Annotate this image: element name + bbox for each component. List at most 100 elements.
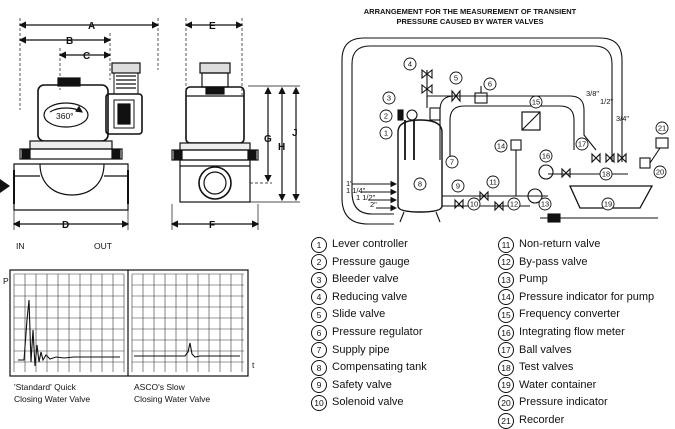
legend-label: Slide valve [332, 308, 386, 321]
legend-number: 17 [498, 342, 514, 359]
dimension-c: C [83, 51, 90, 62]
legend-number: 9 [311, 377, 327, 394]
pressure-graphs [9, 269, 249, 377]
callout-circle [486, 175, 500, 189]
legend-number: 6 [311, 324, 327, 341]
legend-number: 12 [498, 254, 514, 271]
tube-size-1-2: 1/2" [600, 97, 613, 106]
right-caption-line-1: ASCO's Slow [134, 382, 186, 392]
legend-label: Frequency converter [519, 308, 620, 321]
pipe-size-2: 2" [370, 200, 377, 209]
legend-number: 2 [311, 254, 327, 271]
callout-circle [599, 167, 613, 181]
p-axis-label: P [3, 276, 9, 286]
callout-circle [494, 139, 508, 153]
legend-item: 15 Frequency converter [498, 306, 620, 323]
legend-item: 12 By-pass valve [498, 254, 587, 271]
callout-number: 3 [387, 94, 391, 103]
pipe-size-1-1-2: 1 1/2" [356, 193, 376, 202]
callout-number: 16 [542, 152, 550, 161]
callout-circle [382, 91, 396, 105]
legend-label: Recorder [519, 414, 565, 426]
callout-number: 19 [604, 200, 612, 209]
legend-item: 3 Bleeder valve [311, 271, 399, 288]
legend-number: 18 [498, 359, 514, 376]
arrangement-title-line-1: ARRANGEMENT FOR THE MEASUREMENT OF TRANS… [364, 7, 577, 16]
dimension-g: G [264, 134, 272, 145]
legend-label: Pressure gauge [332, 255, 410, 268]
legend-label: Ball valves [519, 343, 572, 356]
callout-number: 18 [602, 170, 610, 179]
dimension-d: D [62, 220, 69, 231]
callout-circle [379, 126, 393, 140]
legend-item: 6 Pressure regulator [311, 324, 423, 341]
dimension-h: H [278, 142, 285, 153]
legend-label: Solenoid valve [332, 396, 404, 409]
callout-circle [539, 149, 553, 163]
callout-circle [575, 137, 589, 151]
legend-label: Pressure indicator for pump [519, 290, 655, 303]
callout-number: 10 [470, 200, 478, 209]
legend-item: 18 Test valves [498, 359, 573, 376]
legend-number: 4 [311, 289, 327, 306]
callout-circle [449, 71, 463, 85]
legend-label: By-pass valve [519, 255, 588, 268]
callout-number: 15 [532, 98, 540, 107]
legend-number: 20 [498, 394, 514, 411]
legend-label: Test valves [519, 361, 574, 374]
callout-circle [601, 197, 615, 211]
legend-item: 4 Reducing valve [311, 289, 407, 306]
quick-valve-trace [18, 299, 120, 367]
callout-circle [379, 109, 393, 123]
dimension-d-line [12, 210, 130, 230]
callout-number: 4 [408, 60, 412, 69]
legend-label: Non-return valve [519, 238, 601, 250]
slow-valve-trace [134, 342, 240, 358]
legend-number: 8 [311, 359, 327, 376]
legend-label: Water container [519, 378, 597, 391]
callout-circle [413, 177, 427, 191]
legend-label: Pump [519, 273, 548, 286]
legend-number: 13 [498, 271, 514, 288]
legend-label: Reducing valve [332, 290, 408, 303]
t-axis-label: t [252, 360, 255, 370]
legend-label: Safety valve [332, 378, 392, 391]
right-caption-line-2: Closing Water Valve [134, 394, 210, 404]
callout-number: 20 [656, 168, 664, 177]
legend-label: Integrating flow meter [519, 326, 625, 338]
callout-number: 9 [456, 182, 460, 191]
dimension-e: E [209, 21, 216, 32]
dimension-b: B [66, 36, 73, 47]
dimension-j: J [292, 128, 298, 139]
arrangement-title-line-2: PRESSURE CAUSED BY WATER VALVES [397, 17, 544, 26]
port-out-label: OUT [94, 241, 112, 251]
legend-label: Supply pipe [332, 343, 390, 356]
legend-number: 15 [498, 306, 514, 323]
callout-number: 7 [450, 158, 454, 167]
callout-number: 17 [578, 140, 586, 149]
legend-label: Pressure indicator [519, 396, 608, 409]
callout-number: 1 [384, 129, 388, 138]
legend-label: Lever controller [332, 238, 408, 250]
callout-number: 21 [658, 124, 666, 133]
callout-number: 13 [541, 200, 549, 209]
tube-size-3-4: 3/4" [616, 114, 629, 123]
legend-label: Compensating tank [332, 361, 427, 374]
dimension-a: A [88, 21, 95, 32]
legend-number: 10 [311, 394, 327, 411]
legend-item: 10 Solenoid valve [311, 394, 404, 411]
callout-circle [653, 165, 667, 179]
callout-circle [483, 77, 497, 91]
left-caption-line-1: 'Standard' Quick [14, 382, 77, 392]
inlet-arrow-icon [0, 179, 10, 193]
callout-circle [445, 155, 459, 169]
legend-label: Pressure regulator [332, 326, 423, 338]
callout-number: 12 [510, 200, 518, 209]
legend-number: 7 [311, 342, 327, 359]
legend-number: 3 [311, 271, 327, 288]
legend-label: Bleeder valve [332, 273, 399, 286]
